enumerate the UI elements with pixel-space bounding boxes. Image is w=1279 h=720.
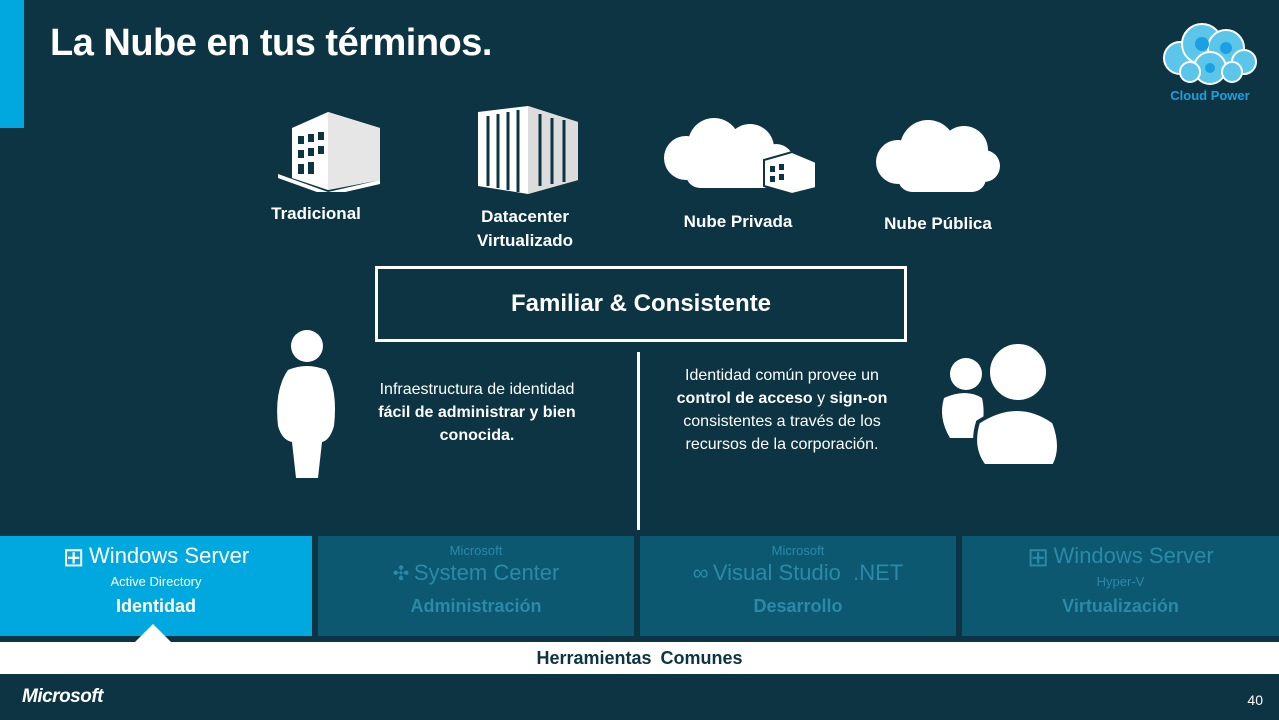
tile-name: Identidad: [116, 596, 196, 616]
common-tools-bar: Herramientas Comunes: [0, 642, 1279, 674]
server-rack-icon: [474, 106, 582, 201]
right-desc-mid: y: [812, 390, 830, 407]
right-description: Identidad común provee un control de acc…: [668, 364, 896, 456]
tile-product-logo: Microsoft ✣ System Center: [318, 542, 634, 586]
right-desc-post: consistentes a través de los recursos de…: [683, 413, 881, 453]
center-divider: [637, 352, 640, 530]
active-tile-caret: [135, 624, 171, 642]
model-label-datacenter: Datacenter Virtualizado: [476, 207, 574, 250]
tile-identidad[interactable]: ⊞ Windows Server Active Directory Identi…: [0, 536, 312, 636]
tile-sub: Microsoft: [449, 543, 503, 558]
windows-logo-icon: ⊞: [1027, 542, 1050, 572]
public-cloud-icon: [872, 118, 1002, 199]
tile-sub: Active Directory: [110, 574, 202, 589]
cloud-logo-icon: [1163, 23, 1257, 85]
tile-product-logo: Microsoft ∞ Visual Studio .NET: [640, 542, 956, 586]
private-cloud-icon: [660, 118, 820, 199]
left-description: Infraestructura de identidad fácil de ad…: [346, 378, 608, 447]
tile-virtualizacion[interactable]: ⊞ Windows Server Hyper-V Virtualización: [962, 536, 1279, 636]
cloud-power-logo: Cloud Power: [1160, 18, 1260, 108]
tile-product-logo: ⊞ Windows Server Active Directory: [0, 542, 312, 591]
model-label-nube-publica: Nube Pública: [884, 214, 992, 233]
tile-product: Windows Server: [89, 543, 250, 568]
tile-product: System Center: [413, 560, 560, 585]
familiar-consistente-box: Familiar & Consistente: [375, 266, 907, 342]
windows-logo-icon: ⊞: [62, 542, 85, 572]
users-group-icon: [936, 338, 1062, 473]
tile-name: Administración: [410, 596, 542, 616]
left-desc-line1: Infraestructura de identidad: [379, 381, 575, 398]
page-number: 40: [1247, 692, 1263, 708]
tile-product: Windows Server: [1053, 543, 1214, 568]
model-label-tradicional: Tradicional: [271, 204, 361, 223]
system-center-icon: ✣: [392, 563, 410, 585]
right-desc-bold1: control de acceso: [676, 390, 813, 407]
tile-product-logo: ⊞ Windows Server Hyper-V: [962, 542, 1279, 591]
tile-sub: Microsoft: [771, 543, 825, 558]
tile-name: Virtualización: [1062, 596, 1179, 616]
tile-administracion[interactable]: Microsoft ✣ System Center Administración: [318, 536, 634, 636]
tile-product: Visual Studio .NET: [712, 560, 904, 585]
user-icon: [274, 330, 338, 485]
right-desc-bold2: sign-on: [829, 390, 888, 407]
visual-studio-icon: ∞: [692, 560, 709, 585]
accent-bar: [0, 0, 24, 128]
building-icon: [272, 108, 384, 197]
right-desc-pre: Identidad común provee un: [685, 367, 879, 384]
cloud-power-text: Cloud Power: [1170, 88, 1250, 103]
microsoft-logo: Microsoft: [22, 686, 104, 707]
model-label-nube-privada: Nube Privada: [683, 212, 793, 231]
left-desc-bold: fácil de administrar y bien conocida.: [378, 404, 576, 444]
tile-name: Desarrollo: [753, 596, 843, 616]
tile-sub: Hyper-V: [1096, 574, 1145, 589]
tile-desarrollo[interactable]: Microsoft ∞ Visual Studio .NET Desarroll…: [640, 536, 956, 636]
slide-title: La Nube en tus términos.: [50, 22, 492, 64]
